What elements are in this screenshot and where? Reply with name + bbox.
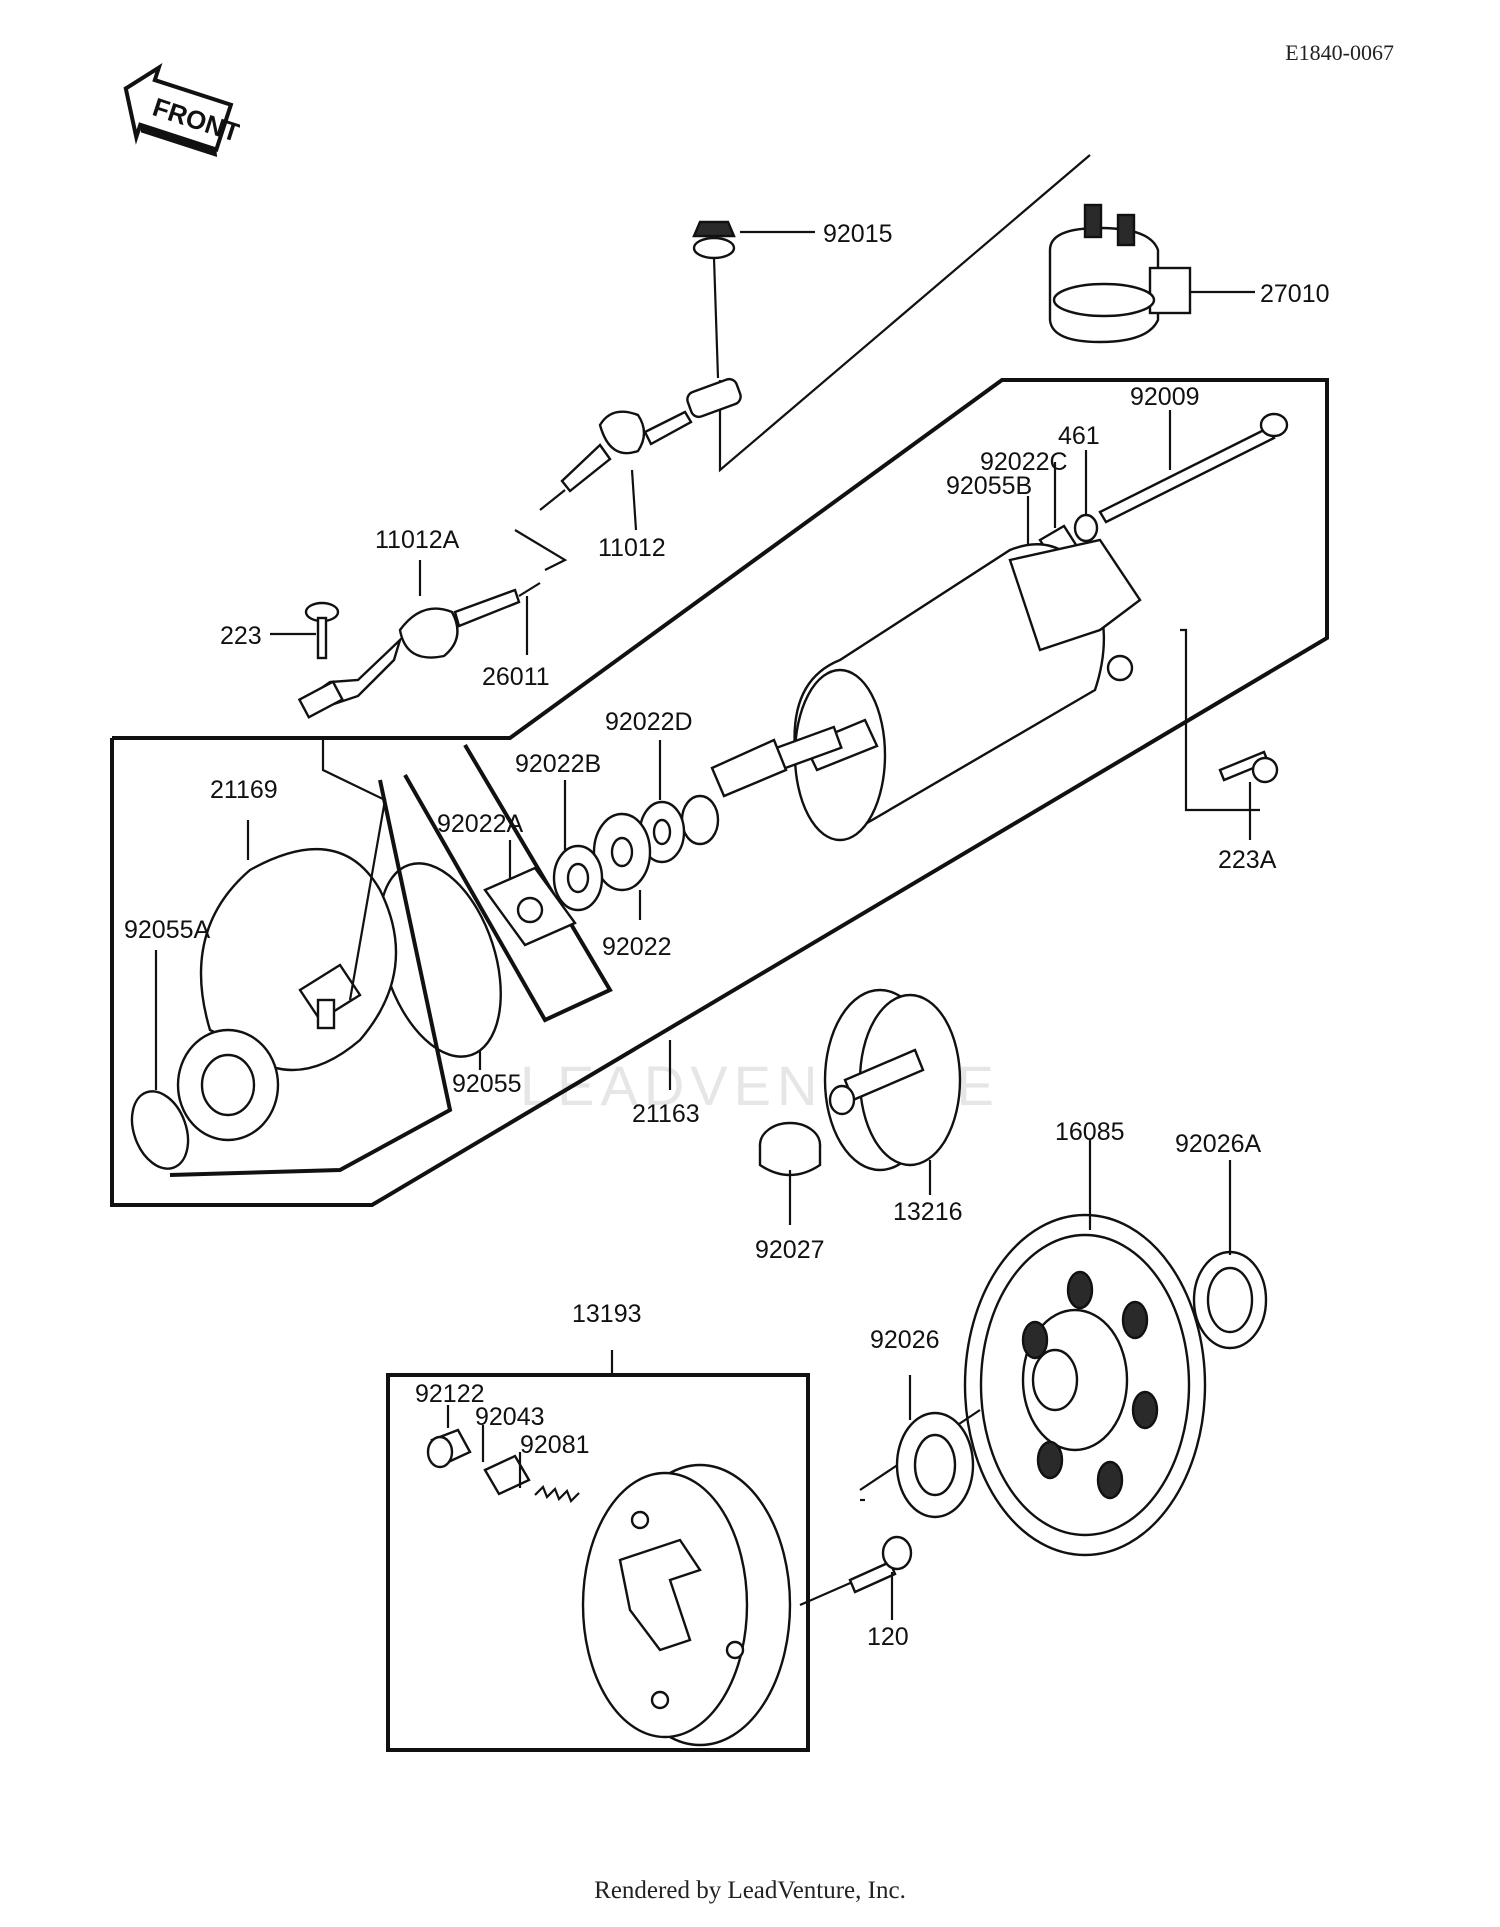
label-92027: 92027 — [755, 1236, 825, 1264]
harness-11012A[interactable] — [297, 582, 541, 719]
yoke-assembly-21163[interactable] — [710, 538, 1142, 842]
label-461: 461 — [1058, 422, 1100, 450]
label-92022A: 92022A — [437, 810, 524, 838]
washer-92022D-clip[interactable] — [680, 794, 720, 846]
label-92055B: 92055B — [946, 472, 1032, 500]
oring-92055A[interactable] — [122, 1084, 198, 1177]
footer-credit: Rendered by LeadVenture, Inc. — [594, 1877, 906, 1904]
cable-boot-11012[interactable] — [539, 377, 743, 511]
label-120: 120 — [867, 1623, 909, 1651]
pin-92122[interactable] — [426, 1428, 472, 1469]
label-92022D: 92022D — [605, 708, 693, 736]
label-92122: 92122 — [415, 1380, 485, 1408]
idle-gear-13216[interactable] — [823, 988, 962, 1172]
label-16085: 16085 — [1055, 1118, 1125, 1146]
label-92043: 92043 — [475, 1403, 545, 1431]
label-223A: 223A — [1218, 846, 1277, 874]
label-92055: 92055 — [452, 1070, 522, 1098]
label-92026: 92026 — [870, 1326, 940, 1354]
label-11012A: 11012A — [375, 526, 460, 554]
brush-plate-92022A[interactable] — [483, 866, 577, 947]
starter-relay-27010[interactable] — [1048, 203, 1192, 344]
drawing-id: E1840-0067 — [1285, 40, 1394, 65]
bolt-223A[interactable] — [1218, 750, 1279, 784]
screw-223[interactable] — [304, 601, 340, 660]
label-92081: 92081 — [520, 1431, 590, 1459]
plunger-92043[interactable] — [483, 1454, 531, 1496]
label-13193: 13193 — [572, 1300, 642, 1328]
label-13216: 13216 — [893, 1198, 963, 1226]
label-21163: 21163 — [632, 1100, 700, 1128]
washer-92026[interactable] — [895, 1411, 975, 1519]
label-92022C: 92022C — [980, 448, 1068, 476]
label-11012: 11012 — [598, 534, 666, 562]
label-26011: 26011 — [482, 663, 550, 691]
label-223: 223 — [220, 622, 262, 650]
label-92009: 92009 — [1130, 383, 1200, 411]
starter-clutch-13193[interactable] — [581, 1463, 792, 1747]
washer-461[interactable] — [1073, 513, 1099, 543]
washer-92026A[interactable] — [1192, 1250, 1268, 1350]
label-27010: 27010 — [1260, 280, 1330, 308]
end-cover-21169[interactable] — [176, 848, 398, 1142]
collar-92027[interactable] — [758, 1121, 822, 1177]
through-bolt-92009[interactable] — [1098, 412, 1289, 524]
spring-92081[interactable] — [534, 1485, 580, 1503]
front-arrow-badge: FRONT — [123, 63, 240, 158]
bolt-120[interactable] — [848, 1535, 913, 1594]
starter-gear-16085[interactable] — [963, 1213, 1207, 1557]
label-21169: 21169 — [210, 776, 278, 804]
label-92015: 92015 — [823, 220, 893, 248]
label-92022: 92022 — [602, 933, 672, 961]
cap-92015[interactable] — [692, 220, 736, 260]
label-92022B: 92022B — [515, 750, 601, 778]
label-92055A: 92055A — [124, 916, 211, 944]
label-92026A: 92026A — [1175, 1130, 1262, 1158]
